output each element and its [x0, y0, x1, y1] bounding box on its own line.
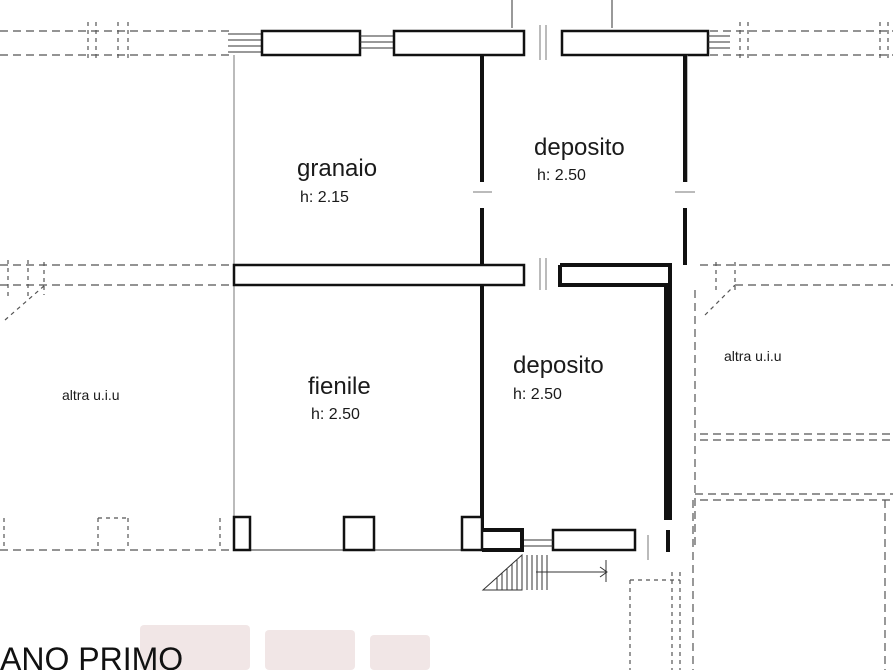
- middle-dashed-strips: [0, 260, 893, 550]
- other-unit-label-right: altra u.i.u: [724, 348, 782, 364]
- other-unit-label-left: altra u.i.u: [62, 387, 120, 403]
- room-height-deposito-upper: h: 2.50: [537, 167, 586, 184]
- staircase: [481, 553, 608, 591]
- lower-interior-walls: [480, 285, 672, 530]
- room-height-fienile: h: 2.50: [311, 406, 360, 423]
- top-dashed-strip: [0, 0, 893, 60]
- floor-title: ANO PRIMO: [0, 641, 183, 670]
- watermark: [140, 625, 430, 670]
- room-name-fienile: fienile: [308, 373, 371, 400]
- room-name-deposito-upper: deposito: [534, 134, 625, 161]
- room-name-granaio: granaio: [297, 155, 377, 182]
- upper-interior-walls: [473, 55, 695, 265]
- bottom-wall: [232, 515, 670, 560]
- top-wall: [228, 25, 730, 60]
- middle-wall: [232, 258, 672, 290]
- room-height-granaio: h: 2.15: [300, 189, 349, 206]
- room-name-deposito-lower: deposito: [513, 352, 604, 379]
- room-height-deposito-lower: h: 2.50: [513, 386, 562, 403]
- right-lower-dashes: [629, 500, 886, 670]
- left-lower-dashes: [0, 517, 234, 551]
